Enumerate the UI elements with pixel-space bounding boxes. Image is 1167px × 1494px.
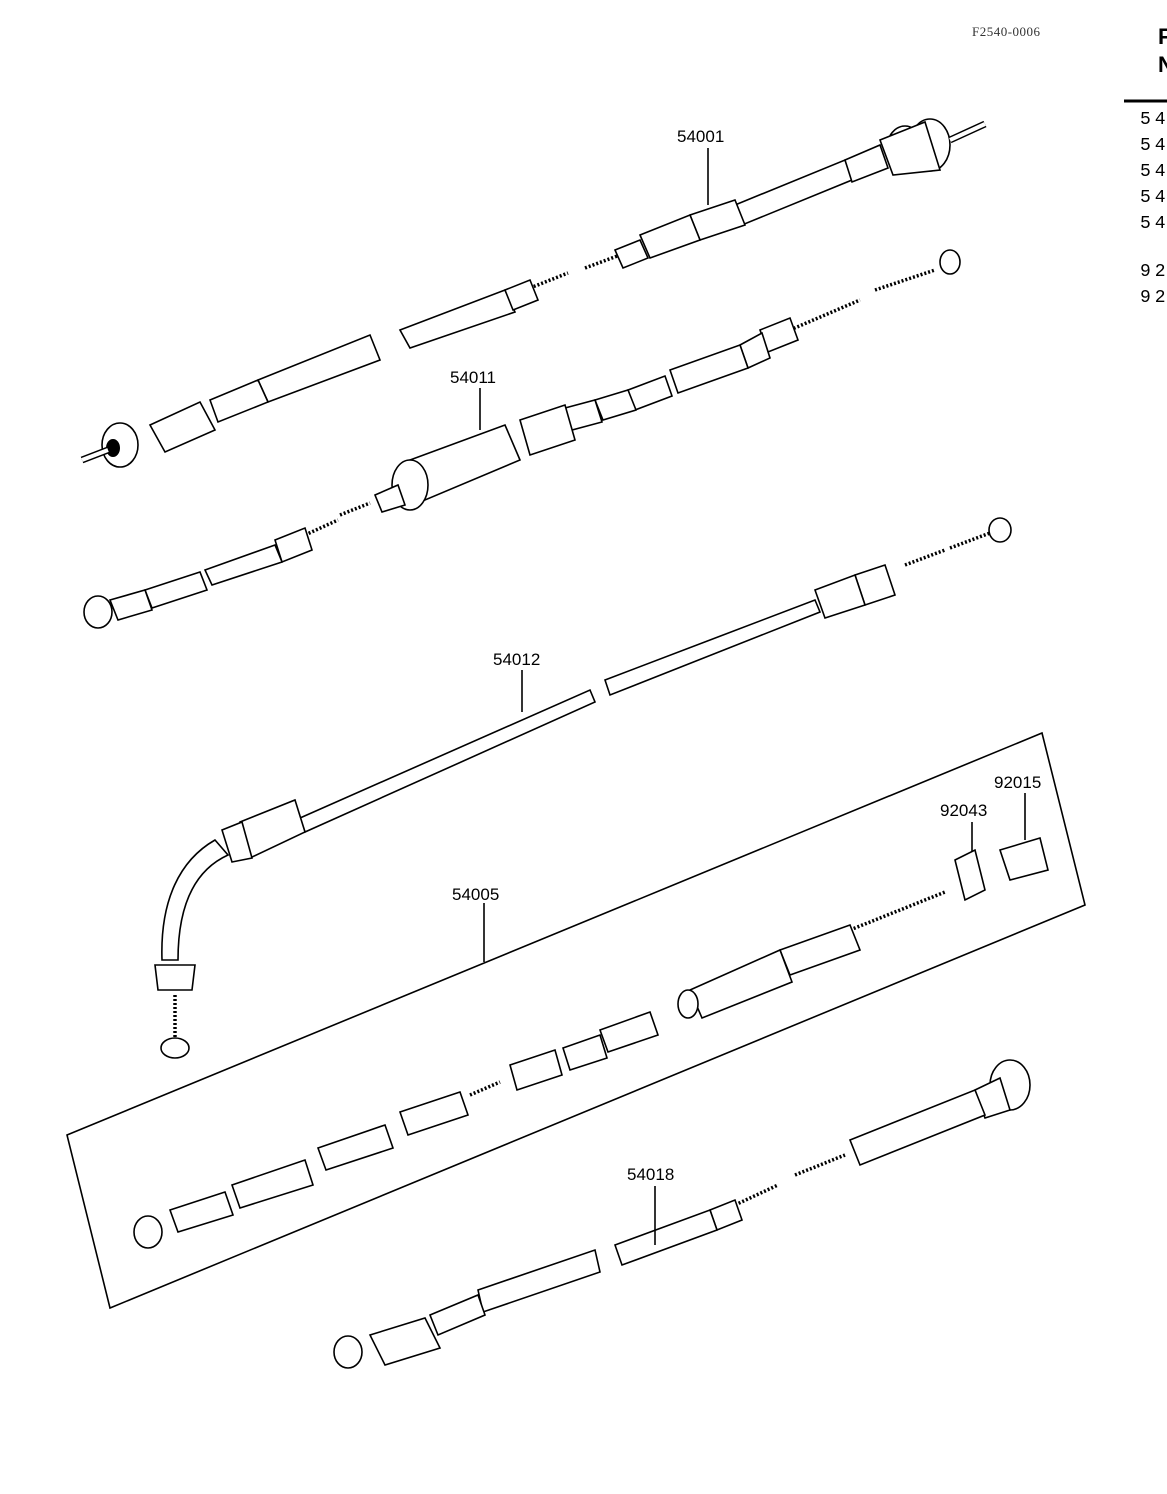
kit-box-54005	[66, 731, 1086, 1310]
cable-54001	[80, 118, 987, 468]
table-row: 54	[1140, 214, 1167, 234]
table-row: 92	[1140, 288, 1167, 308]
part-label-54011: 54011	[450, 368, 496, 387]
cable-54011	[339, 249, 961, 517]
parts-table: F N 54 54 54 54 54 92 92	[1124, 24, 1167, 308]
table-row: 54	[1140, 162, 1167, 182]
part-label-54001: 54001	[677, 127, 724, 146]
cable-54011-lower	[83, 518, 339, 629]
cable-54012	[154, 517, 1012, 1059]
cable-54018	[333, 1059, 1031, 1369]
table-row: 54	[1140, 110, 1167, 130]
part-label-54012: 54012	[493, 650, 540, 669]
part-label-92015: 92015	[994, 773, 1041, 792]
part-label-54005: 54005	[452, 885, 499, 904]
diagram-code: F2540-0006	[972, 24, 1041, 39]
part-label-92043: 92043	[940, 801, 987, 820]
table-row: 54	[1140, 136, 1167, 156]
table-row: 92	[1140, 262, 1167, 282]
table-header-line-1: F	[1158, 24, 1167, 49]
table-row: 54	[1140, 188, 1167, 208]
table-header-line-2: N	[1158, 52, 1167, 77]
part-label-54018: 54018	[627, 1165, 674, 1184]
